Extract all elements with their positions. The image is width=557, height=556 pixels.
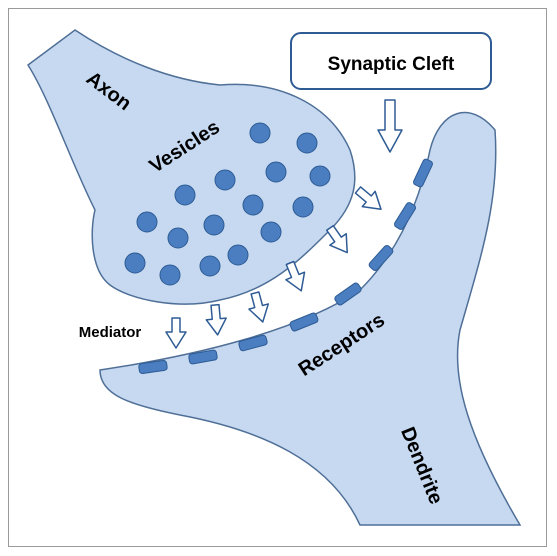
vesicle — [310, 166, 330, 186]
vesicle — [293, 197, 313, 217]
vesicle — [168, 228, 188, 248]
mediator-label: Mediator — [79, 324, 142, 341]
synaptic-cleft-label: Synaptic Cleft — [328, 54, 455, 75]
vesicle — [228, 245, 248, 265]
vesicle — [137, 212, 157, 232]
vesicle — [266, 162, 286, 182]
vesicle — [297, 133, 317, 153]
vesicle — [204, 215, 224, 235]
vesicle — [160, 265, 180, 285]
vesicle — [200, 256, 220, 276]
vesicle — [125, 253, 145, 273]
vesicle — [261, 222, 281, 242]
vesicle — [250, 123, 270, 143]
vesicle — [215, 170, 235, 190]
vesicle — [175, 185, 195, 205]
vesicle — [243, 195, 263, 215]
